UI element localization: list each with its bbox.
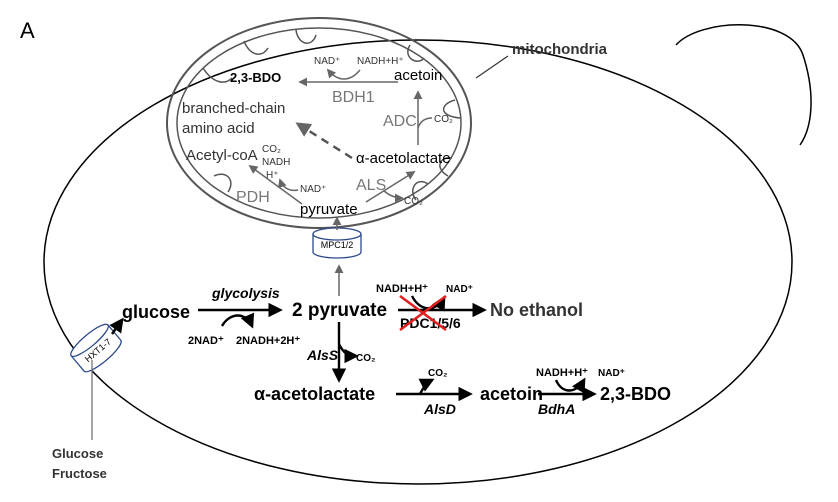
crista <box>243 40 269 55</box>
mitochondria-pointer <box>475 55 509 79</box>
crista <box>213 173 232 193</box>
bdha-nad: NAD⁺ <box>598 368 625 379</box>
cyto-acetoin: acetoin <box>480 384 543 404</box>
bcaa-line2: amino acid <box>182 120 255 137</box>
crista <box>407 44 425 62</box>
alsd-co2-curve <box>418 378 435 395</box>
crista <box>412 180 429 201</box>
panel-label: A <box>20 18 35 43</box>
cyto-alpha-acetolactate: α-acetolactate <box>254 384 375 404</box>
als-co2: CO₂ <box>404 196 423 207</box>
glycolysis-nad: 2NAD⁺ <box>188 335 224 347</box>
glycolysis-cofactor-curve <box>220 312 255 329</box>
alss-co2: CO₂ <box>356 353 375 364</box>
crista <box>202 67 233 83</box>
pdh-h: H⁺ <box>266 170 279 181</box>
bdha-cofactor-curve <box>554 377 586 394</box>
pdh-nadh: NADH <box>262 157 290 168</box>
pdh-label: PDH <box>236 189 270 206</box>
cyto-two-pyruvate: 2 pyruvate <box>292 300 387 321</box>
bdha-nadh: NADH+H⁺ <box>536 367 588 379</box>
mito-alpha-acetolactate: α-acetolactate <box>356 150 451 167</box>
cyto-bdo: 2,3-BDO <box>600 384 671 404</box>
bcaa-dashed-arrow <box>295 122 353 160</box>
mito-outer-membrane <box>166 17 472 229</box>
mito-acetoin: acetoin <box>394 67 442 84</box>
adc-co2-curve <box>417 117 433 129</box>
sugar-label-line1: Glucose <box>52 446 103 461</box>
no-ethanol: No ethanol <box>490 300 583 320</box>
als-co2-curve <box>383 190 404 203</box>
adc-label: ADC <box>383 113 417 130</box>
als-label: ALS <box>356 177 386 194</box>
mitochondrion <box>166 17 472 229</box>
glycolysis-nadh: 2NADH+2H⁺ <box>236 335 300 347</box>
mpc-label: MPC1/2 <box>321 240 354 250</box>
pdc-nad: NAD⁺ <box>446 284 473 295</box>
crista <box>439 157 453 177</box>
sugar-label-line2: Fructose <box>52 466 107 481</box>
acetyl-coa: Acetyl-coA <box>186 147 258 164</box>
crista <box>442 99 461 119</box>
alss-co2-curve <box>337 343 359 364</box>
glycolysis-label: glycolysis <box>211 285 280 301</box>
alsd-co2: CO₂ <box>428 368 447 379</box>
cell-outline <box>43 39 793 485</box>
mito-bdo: 2,3-BDO <box>230 70 281 85</box>
mito-pyruvate: pyruvate <box>300 201 358 218</box>
hxt-import-arrow <box>109 317 124 335</box>
hxt-transporter: HXT1-7 <box>70 323 122 373</box>
pdc-cross-2 <box>399 294 447 332</box>
mitochondria-label: mitochondria <box>512 41 608 58</box>
mito-inner-membrane <box>176 27 462 219</box>
mito-nad: NAD⁺ <box>314 56 340 67</box>
pdh-co2: CO₂ <box>262 144 281 155</box>
bud-outline <box>675 24 812 146</box>
als-arrow <box>365 171 416 203</box>
bcaa-line1: branched-chain <box>182 100 285 117</box>
bdh1-label: BDH1 <box>332 89 375 106</box>
pdh-nad: NAD⁺ <box>300 184 326 195</box>
pdh-nad-curve <box>278 178 299 192</box>
mpc-transporter: MPC1/2 <box>312 227 362 259</box>
alsd-label: AlsD <box>423 401 456 417</box>
pdh-arrow <box>248 164 303 205</box>
bdha-label: BdhA <box>538 401 575 417</box>
crista <box>295 29 317 44</box>
adc-co2: CO₂ <box>434 114 453 125</box>
mito-nadh: NADH+H⁺ <box>357 56 404 67</box>
bdh1-cofactor-curve <box>326 68 361 80</box>
pdc-nadh: NADH+H⁺ <box>376 283 428 295</box>
cyto-glucose: glucose <box>122 302 190 322</box>
alss-label: AlsS <box>306 347 339 363</box>
